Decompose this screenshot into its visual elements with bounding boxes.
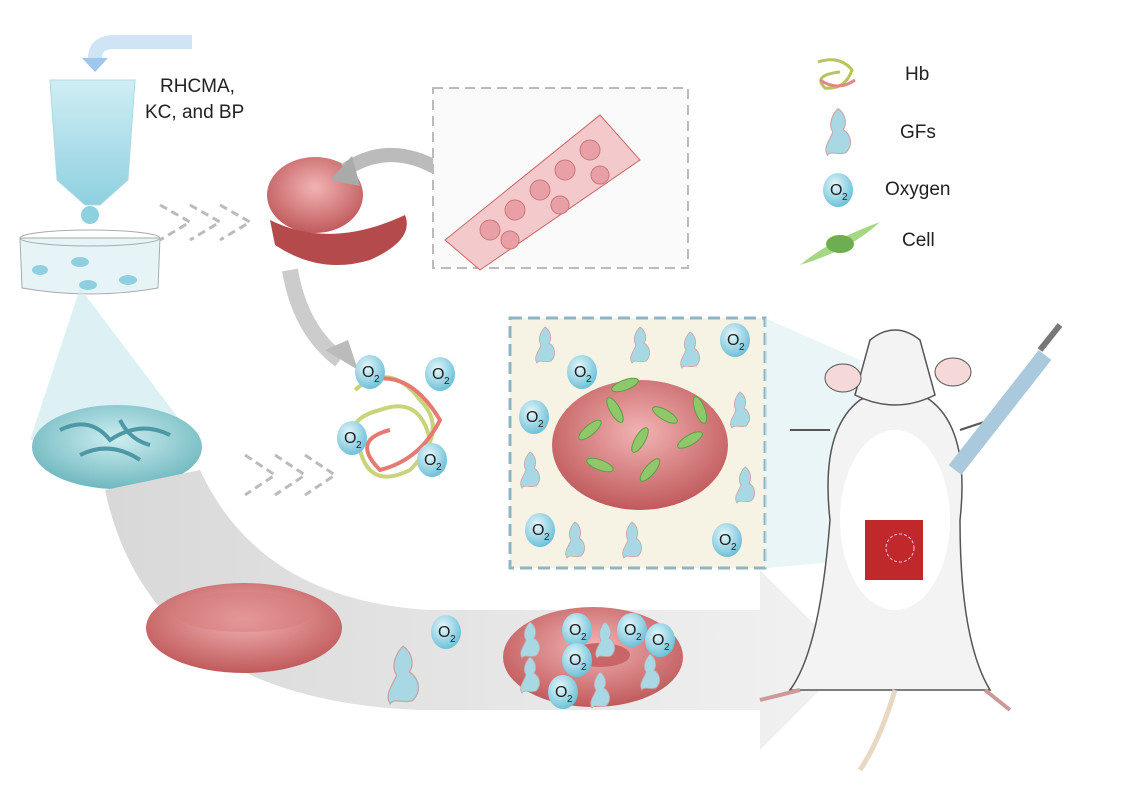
process-arrows-dashed xyxy=(159,203,338,497)
input-arrow-head xyxy=(82,58,108,72)
svg-text:O: O xyxy=(719,532,731,549)
svg-text:2: 2 xyxy=(444,376,450,387)
droplet xyxy=(81,206,99,224)
svg-text:O: O xyxy=(344,430,356,447)
svg-text:2: 2 xyxy=(450,634,456,645)
svg-text:O: O xyxy=(424,452,436,469)
svg-text:O: O xyxy=(652,632,664,649)
growth-factor-icon xyxy=(825,108,852,156)
svg-text:2: 2 xyxy=(544,532,550,543)
mouse xyxy=(759,323,1063,772)
cell-icon xyxy=(800,222,880,265)
input-label-line1: RHCMA, xyxy=(160,76,235,97)
pipette-tip xyxy=(49,79,136,206)
syringe xyxy=(948,350,1052,475)
svg-text:2: 2 xyxy=(581,662,587,673)
legend-label-oxygen: Oxygen xyxy=(885,179,950,200)
svg-text:O: O xyxy=(569,652,581,669)
svg-text:2: 2 xyxy=(374,374,380,385)
input-label-line2: KC, and BP xyxy=(145,102,244,123)
input-arrow xyxy=(88,35,192,62)
svg-text:O: O xyxy=(526,409,538,426)
hemoglobin-icon xyxy=(817,58,856,90)
svg-text:O: O xyxy=(569,622,581,639)
hemoglobin-cluster xyxy=(351,375,443,479)
svg-text:O: O xyxy=(555,684,567,701)
svg-text:2: 2 xyxy=(731,542,737,553)
svg-text:2: 2 xyxy=(581,632,587,643)
svg-text:2: 2 xyxy=(636,632,642,643)
svg-text:2: 2 xyxy=(586,374,592,385)
legend-label-hb: Hb xyxy=(905,64,929,85)
svg-text:O: O xyxy=(362,364,374,381)
svg-text:2: 2 xyxy=(356,440,362,451)
svg-text:O: O xyxy=(532,522,544,539)
svg-text:O: O xyxy=(727,332,739,349)
implanted-hydrogel xyxy=(865,520,923,580)
svg-text:O: O xyxy=(574,364,586,381)
svg-text:O: O xyxy=(830,182,842,199)
cells xyxy=(578,377,708,482)
svg-text:2: 2 xyxy=(538,419,544,430)
legend-label-cell: Cell xyxy=(902,230,935,251)
svg-text:2: 2 xyxy=(739,342,745,353)
svg-text:2: 2 xyxy=(842,192,848,203)
svg-text:O: O xyxy=(438,624,450,641)
svg-text:O: O xyxy=(624,622,636,639)
svg-text:2: 2 xyxy=(436,462,442,473)
svg-text:2: 2 xyxy=(567,694,573,705)
legend-label-gfs: GFs xyxy=(900,122,936,143)
svg-text:2: 2 xyxy=(664,642,670,653)
svg-text:O: O xyxy=(432,366,444,383)
